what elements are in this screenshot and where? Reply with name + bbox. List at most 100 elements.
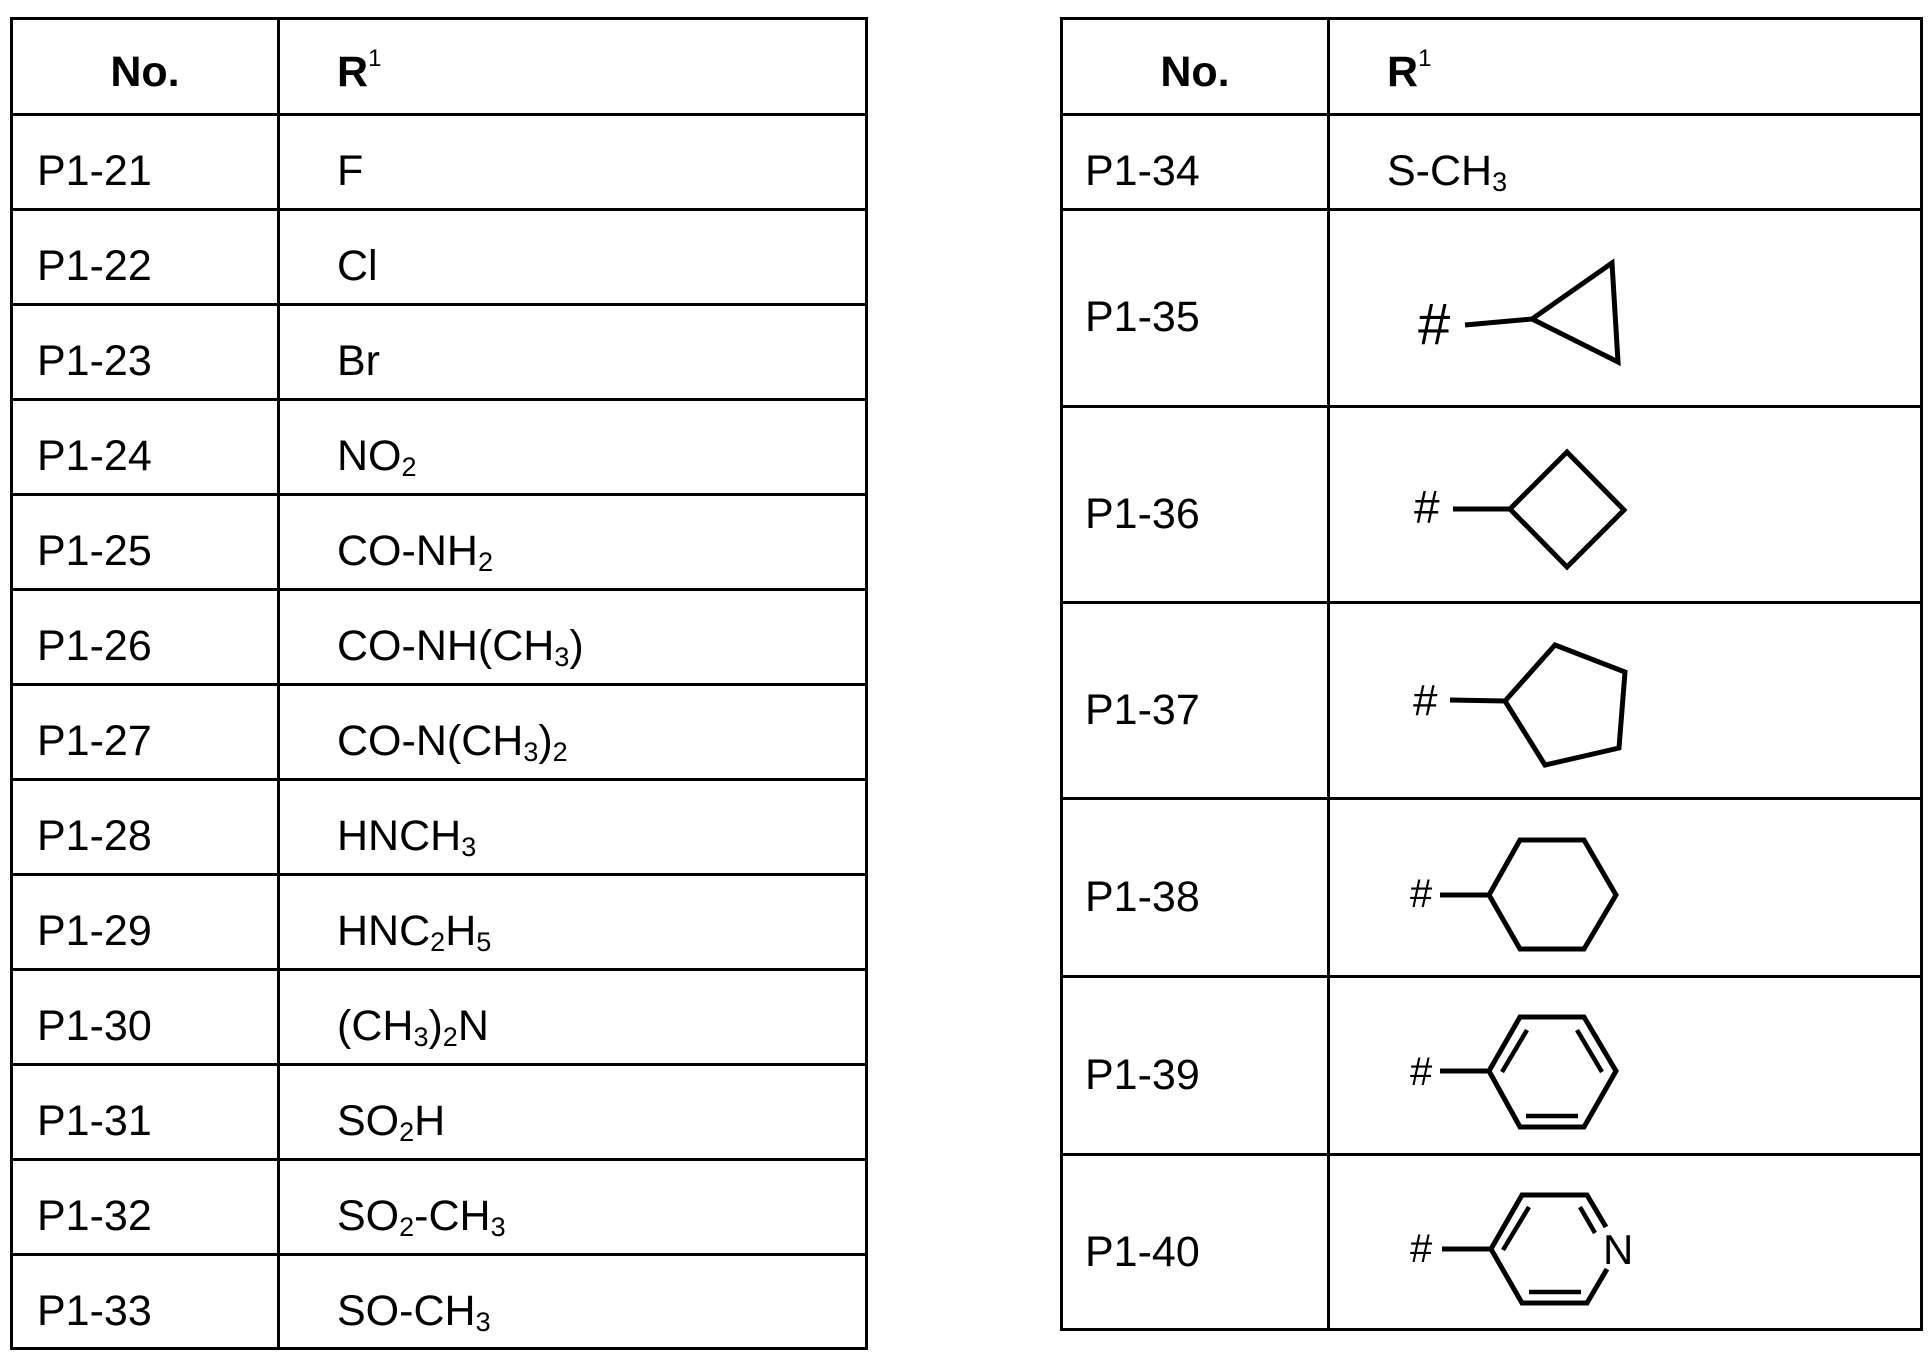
cell-no: P1-27: [13, 686, 277, 781]
formula-text: ): [428, 1002, 443, 1050]
formula-text: CO-N(CH: [337, 717, 524, 765]
formula-subscript: 3: [523, 737, 539, 767]
formula-text: SO: [337, 1097, 400, 1145]
attachment-point-label: #: [1410, 872, 1433, 916]
pyridyl-structure-icon: # N: [1410, 1192, 1633, 1306]
substituent-formula: S-CH3: [1387, 150, 1507, 196]
compound-number: P1-40: [1085, 1228, 1200, 1276]
cell-r1-structure: #: [1330, 975, 1920, 1156]
formula-text: N: [457, 1002, 489, 1050]
cell-r1: CO-NH(CH3): [337, 591, 584, 686]
formula-subscript: 3: [490, 1212, 506, 1242]
formula-subscript: 3: [413, 1022, 429, 1052]
cell-no: P1-31: [13, 1066, 277, 1161]
header-r1-label: R1: [1387, 47, 1431, 96]
attachment-point-label: #: [1410, 1050, 1433, 1094]
formula-text: Cl: [337, 242, 378, 290]
substituent-formula: Br: [337, 340, 380, 383]
formula-text: SO: [337, 1192, 400, 1240]
header-r-superscript: 1: [368, 45, 382, 72]
substituent-formula: F: [337, 150, 363, 193]
header-r-text: R: [337, 48, 369, 96]
table-row: P1-28 HNCH3: [13, 778, 865, 876]
compound-number: P1-31: [37, 1097, 152, 1145]
substituent-formula: SO2-CH3: [337, 1192, 506, 1241]
table-row: P1-23 Br: [13, 303, 865, 401]
cell-r1-structure: #: [1330, 601, 1920, 800]
cell-no: P1-38: [1063, 800, 1327, 978]
header-r-superscript: 1: [1418, 45, 1432, 72]
column-divider: [1327, 20, 1330, 1328]
substituent-formula: (CH3)2N: [337, 1002, 489, 1051]
formula-text: -CH: [414, 1192, 491, 1240]
compound-number: P1-26: [37, 622, 152, 670]
nitrogen-atom-label: N: [1603, 1226, 1633, 1273]
formula-text: CO-NH: [337, 527, 478, 575]
cell-no: P1-35: [1063, 211, 1327, 408]
compound-number: P1-23: [37, 337, 152, 385]
compound-number: P1-29: [37, 907, 152, 955]
compound-number: P1-21: [37, 147, 152, 195]
cell-no: P1-26: [13, 591, 277, 686]
table-row: P1-40 # N: [1063, 1153, 1920, 1333]
substituent-formula: SO2H: [337, 1097, 445, 1146]
cell-r1: HNCH3: [337, 781, 476, 876]
cell-no: P1-34: [1063, 116, 1327, 211]
compound-number: P1-34: [1085, 147, 1200, 195]
formula-text: HNC: [337, 907, 431, 955]
compound-number: P1-25: [37, 527, 152, 575]
table-header-row: No. R1: [1063, 20, 1920, 113]
formula-text: F: [337, 147, 364, 195]
table-header-row: No.R1: [13, 20, 865, 113]
table-row: P1-38 #: [1063, 797, 1920, 978]
cell-r1: CO-NH2: [337, 496, 493, 591]
cell-no: P1-39: [1063, 978, 1327, 1156]
cell-r1: (CH3)2N: [337, 971, 489, 1066]
compound-number: P1-32: [37, 1192, 152, 1240]
header-r-text: R: [1387, 48, 1419, 96]
compound-number: P1-22: [37, 242, 152, 290]
cell-no: P1-28: [13, 781, 277, 876]
substituent-formula: HNCH3: [337, 812, 476, 861]
compound-number: P1-27: [37, 717, 152, 765]
compound-number: P1-24: [37, 432, 152, 480]
cell-no: P1-25: [13, 496, 277, 591]
formula-text: NO: [337, 432, 402, 480]
attachment-point-label: #: [1418, 292, 1450, 357]
table-row: P1-37 #: [1063, 601, 1920, 800]
cell-no: P1-29: [13, 876, 277, 971]
cell-no: P1-23: [13, 306, 277, 401]
cyclopropyl-structure-icon: #: [1418, 258, 1621, 367]
cyclohexyl-structure-icon: #: [1410, 837, 1619, 952]
formula-subscript: 2: [399, 1117, 415, 1147]
substituent-formula: HNC2H5: [337, 907, 491, 956]
attachment-point-label: #: [1413, 676, 1438, 725]
compound-number: P1-38: [1085, 872, 1200, 921]
header-no-label: No.: [1160, 48, 1230, 96]
substituent-formula: CO-NH(CH3): [337, 625, 584, 671]
compound-number: P1-35: [1085, 293, 1200, 341]
formula-text: H: [445, 907, 477, 955]
cell-r1: Cl: [337, 211, 378, 306]
substituent-formula: CO-NH2: [337, 527, 493, 576]
compound-number: P1-39: [1085, 1050, 1200, 1099]
cell-no: P1-24: [13, 401, 277, 496]
cell-no: P1-21: [13, 116, 277, 211]
cell-r1: SO2H: [337, 1066, 445, 1161]
formula-subscript: 3: [554, 642, 570, 672]
cell-r1-structure: #: [1330, 797, 1920, 978]
substituent-formula: SO-CH3: [337, 1287, 491, 1336]
table-row: P1-21 F: [13, 113, 865, 211]
header-cell-r1: R1: [1387, 20, 1431, 113]
formula-text: HNCH: [337, 812, 462, 860]
cell-r1: Br: [337, 306, 380, 401]
substituent-formula: CO-N(CH3)2: [337, 717, 568, 766]
cell-r1: HNC2H5: [337, 876, 491, 971]
table-row: P1-31 SO2H: [13, 1063, 865, 1161]
formula-subscript: 5: [476, 927, 492, 957]
cell-no: P1-22: [13, 211, 277, 306]
formula-text: SO-CH: [337, 1287, 476, 1335]
